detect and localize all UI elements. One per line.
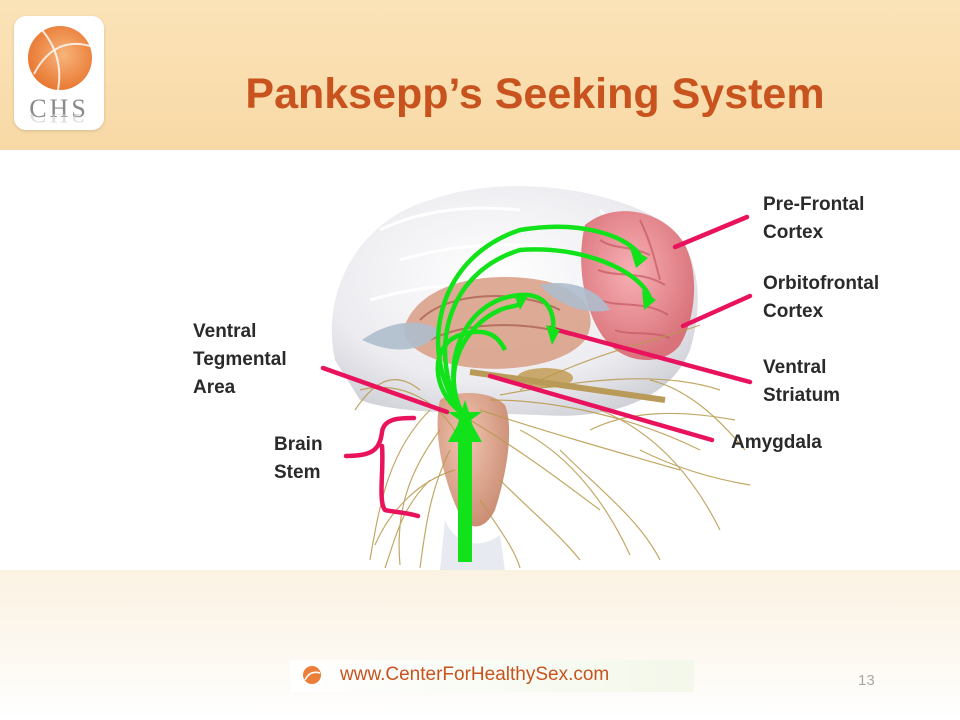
label-line: Amygdala (731, 432, 822, 453)
label-amygdala: Amygdala (731, 429, 822, 457)
pointer-ventral-striatum (547, 325, 753, 385)
label-line: Tegmental (193, 349, 287, 370)
pointer-lines (320, 214, 753, 519)
label-orbitofrontal-cortex: Orbitofrontal Cortex (763, 270, 879, 326)
label-line: Ventral (763, 357, 827, 378)
brain-stem-shape (437, 393, 510, 527)
chs-mini-logo-icon (297, 663, 325, 691)
label-line: Cortex (763, 222, 824, 243)
pointer-prefrontal (672, 214, 750, 250)
brain-stem-brace (343, 415, 421, 519)
slide-title: Panksepp’s Seeking System (245, 70, 825, 118)
label-pre-frontal-cortex: Pre-Frontal Cortex (763, 191, 864, 247)
logo-circle-icon (28, 26, 92, 91)
label-line: Ventral (193, 321, 257, 342)
logo-text-reflection: CHS (14, 114, 104, 128)
label-line: Area (193, 377, 236, 398)
pathway-inner (451, 299, 525, 415)
ascending-arrow-head (448, 412, 482, 442)
url-bar (290, 660, 694, 692)
label-line: Cortex (763, 301, 824, 322)
pathway-amygdala (435, 329, 508, 415)
ascending-arrow-shaft (458, 440, 472, 562)
page-number: 13 (858, 672, 875, 689)
label-line: Orbitofrontal (763, 273, 880, 294)
brain-diagram (0, 150, 960, 570)
header-band: CHS CHS Panksepp’s Seeking System (0, 0, 960, 150)
pointer-vta (320, 365, 450, 415)
website-link[interactable]: www.CenterForHealthySex.com (340, 664, 610, 685)
label-line: Pre-Frontal (763, 194, 865, 215)
label-line: Stem (274, 462, 321, 483)
logo-text: CHS (29, 94, 89, 123)
label-brain-stem: Brain Stem (274, 431, 323, 487)
chs-logo: CHS CHS (14, 16, 104, 130)
label-ventral-tegmental-area: Ventral Tegmental Area (193, 318, 287, 402)
footer-band (0, 570, 960, 720)
brain-illustration (320, 186, 753, 570)
prefrontal-cortex-region (581, 211, 695, 360)
label-line: Striatum (763, 385, 841, 406)
label-line: Brain (274, 434, 323, 455)
pointer-orbitofrontal (680, 293, 753, 329)
pointer-amygdala (487, 373, 715, 443)
pathway-orbitofrontal (442, 247, 653, 415)
vta-star-icon (448, 400, 482, 433)
label-ventral-striatum: Ventral Striatum (763, 354, 840, 410)
pathway-arrowheads (514, 248, 656, 345)
dopamine-pathways (435, 224, 653, 415)
